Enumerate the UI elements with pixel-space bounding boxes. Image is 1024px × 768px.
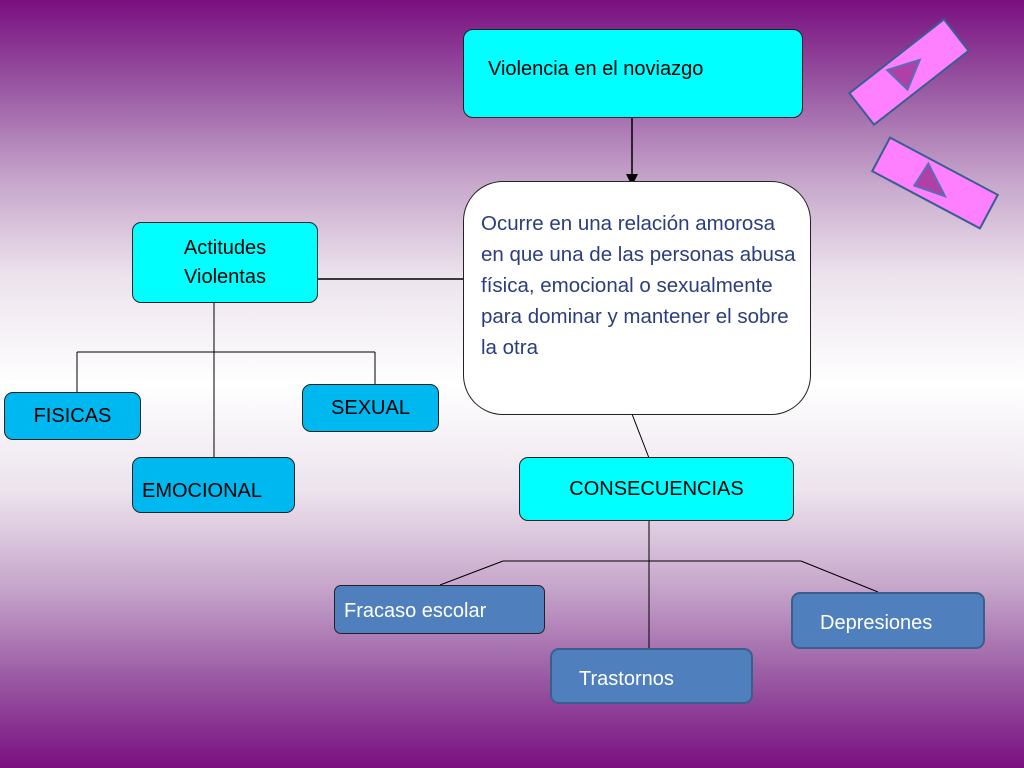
attitudes-node: Actitudes Violentas <box>132 222 318 303</box>
nav-button-forward[interactable] <box>868 133 1003 233</box>
consequences-label: CONSECUENCIAS <box>569 477 744 500</box>
consequence-node-trastornos: Trastornos <box>550 648 753 704</box>
line-definition-to-consequences <box>631 413 650 459</box>
triangle-arrow-icon <box>912 161 947 198</box>
attitudes-label-line1: Actitudes <box>183 236 267 259</box>
consequence-label-trastornos: Trastornos <box>579 668 674 690</box>
nav-button-back[interactable] <box>845 15 975 130</box>
type-node-sexual: SEXUAL <box>302 384 439 432</box>
root-node-label: Violencia en el noviazgo <box>488 58 704 80</box>
definition-text: Ocurre en una relación amorosa en que un… <box>481 212 796 359</box>
line-to-fracaso <box>439 560 504 586</box>
consequences-node: CONSECUENCIAS <box>519 457 794 521</box>
type-label-emocional: EMOCIONAL <box>142 480 263 502</box>
type-node-emocional: EMOCIONAL <box>132 457 295 513</box>
consequence-label-depresiones: Depresiones <box>820 612 933 634</box>
type-label-sexual: SEXUAL <box>331 396 410 419</box>
type-label-fisicas: FISICAS <box>33 404 112 427</box>
consequence-node-depresiones: Depresiones <box>791 592 985 649</box>
triangle-arrow-icon <box>885 58 922 92</box>
attitudes-label-line2: Violentas <box>184 265 266 288</box>
root-node: Violencia en el noviazgo <box>463 29 803 118</box>
consequence-node-fracaso: Fracaso escolar <box>334 585 545 634</box>
type-node-fisicas: FISICAS <box>4 392 141 440</box>
definition-node: Ocurre en una relación amorosa en que un… <box>463 181 811 415</box>
line-to-depresiones <box>800 560 879 593</box>
consequence-label-fracaso: Fracaso escolar <box>344 600 487 622</box>
